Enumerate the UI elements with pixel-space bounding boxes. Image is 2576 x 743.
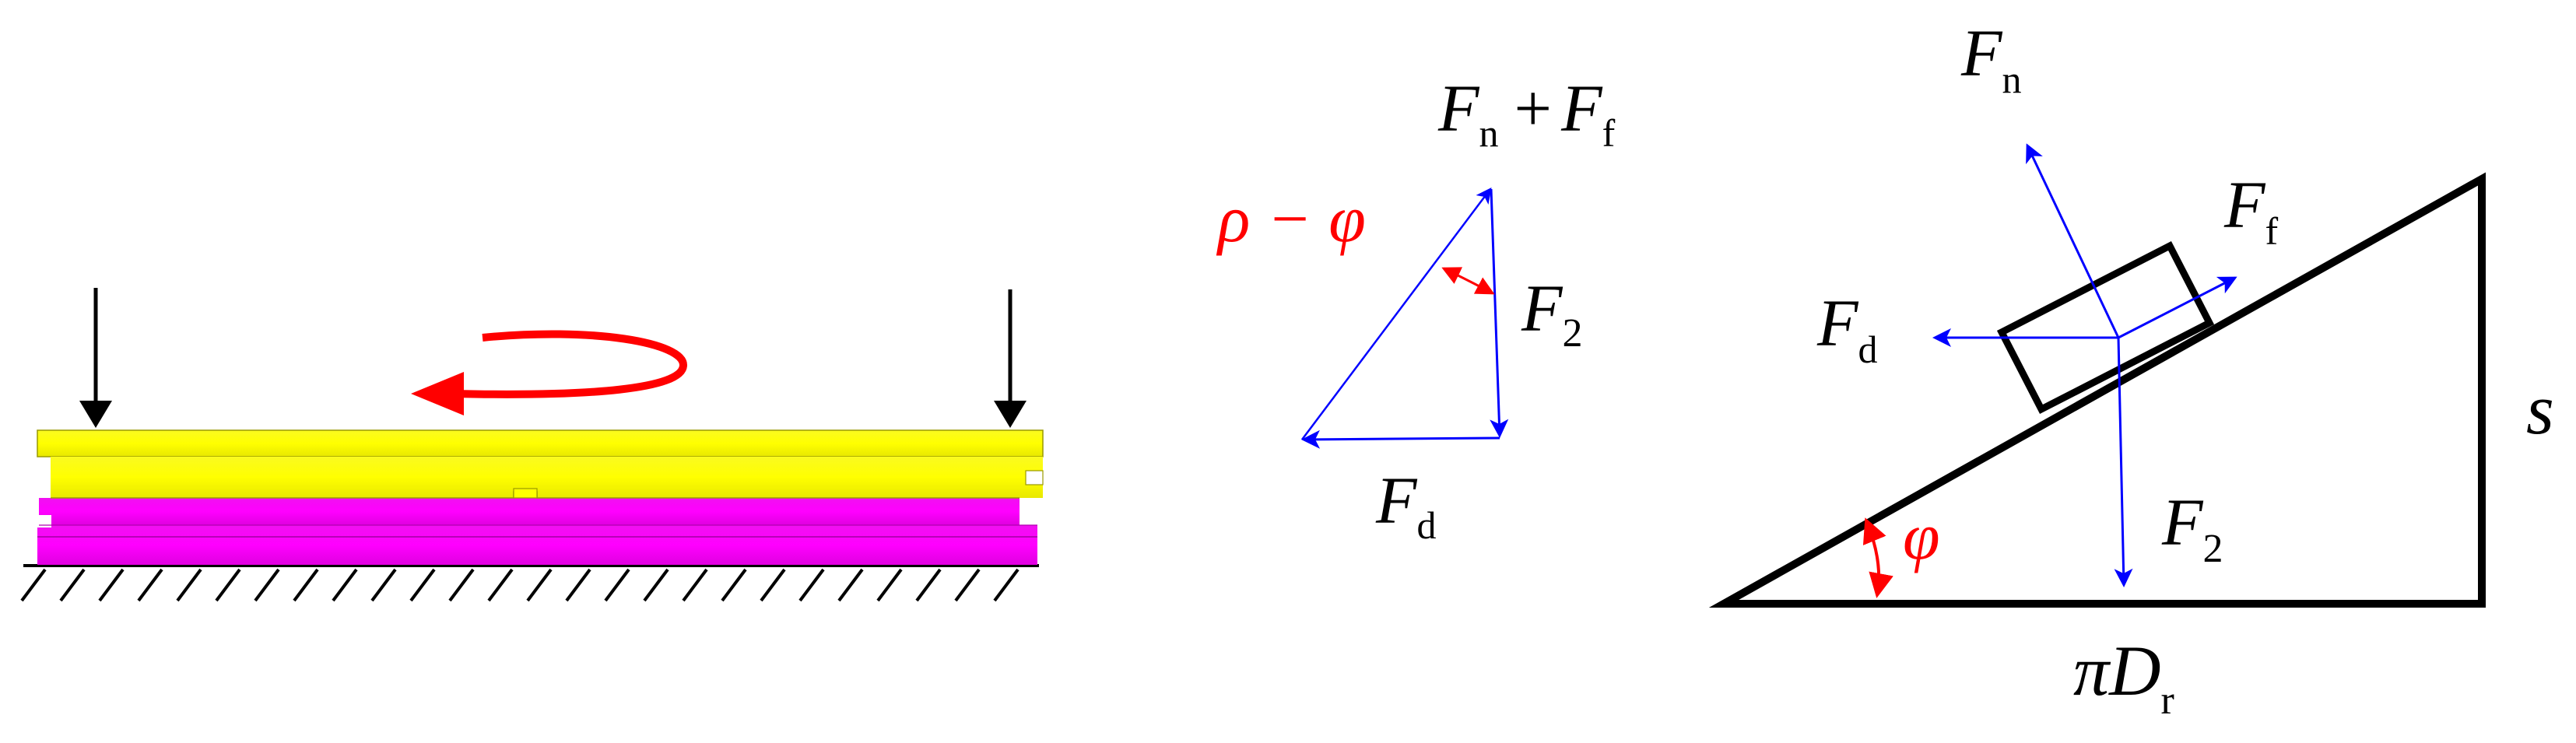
label-rho-minus-phi: ρ − φ [1216,181,1366,256]
label-ff: Ff [2223,167,2279,253]
incline-force-vectors [1932,143,2237,587]
label-f2: F2 [2161,485,2223,571]
label-fn: Fn [1960,16,2022,101]
label-pi-dr: πDr [2073,631,2174,723]
label-fn-plus-ff: Fn+Ff [1437,71,1616,155]
angle-rho-phi-marker [1441,267,1495,295]
label-phi: φ [1903,499,1940,573]
vector-f2 [1490,188,1509,438]
upper-plate [37,429,1044,499]
label-f2-triangle: F2 [1521,271,1583,356]
inclined-plane: Fn Ff Fd F2 s φ πDr [1708,16,2554,723]
vector-fn [2026,143,2120,338]
ground-hatch-icon [20,564,1039,602]
incline-triangle [1708,172,2486,608]
angle-phi-marker [1862,517,1893,598]
label-s: s [2526,370,2554,449]
plate-assembly [20,288,1044,602]
vector-fd [1301,429,1500,449]
left-load-arrow-icon [79,288,112,428]
sliding-block [1996,240,2215,415]
vector-ff [2118,276,2237,339]
vector-resultant [1301,188,1492,440]
vector-f2-incline [2114,337,2133,587]
label-fd-triangle: Fd [1375,463,1437,547]
force-triangle: Fn+Ff ρ − φ F2 Fd [1216,71,1616,547]
rotation-arrow-icon [411,330,687,415]
label-fd: Fd [1816,286,1878,371]
right-load-arrow-icon [994,289,1027,428]
lower-plate [37,498,1037,565]
